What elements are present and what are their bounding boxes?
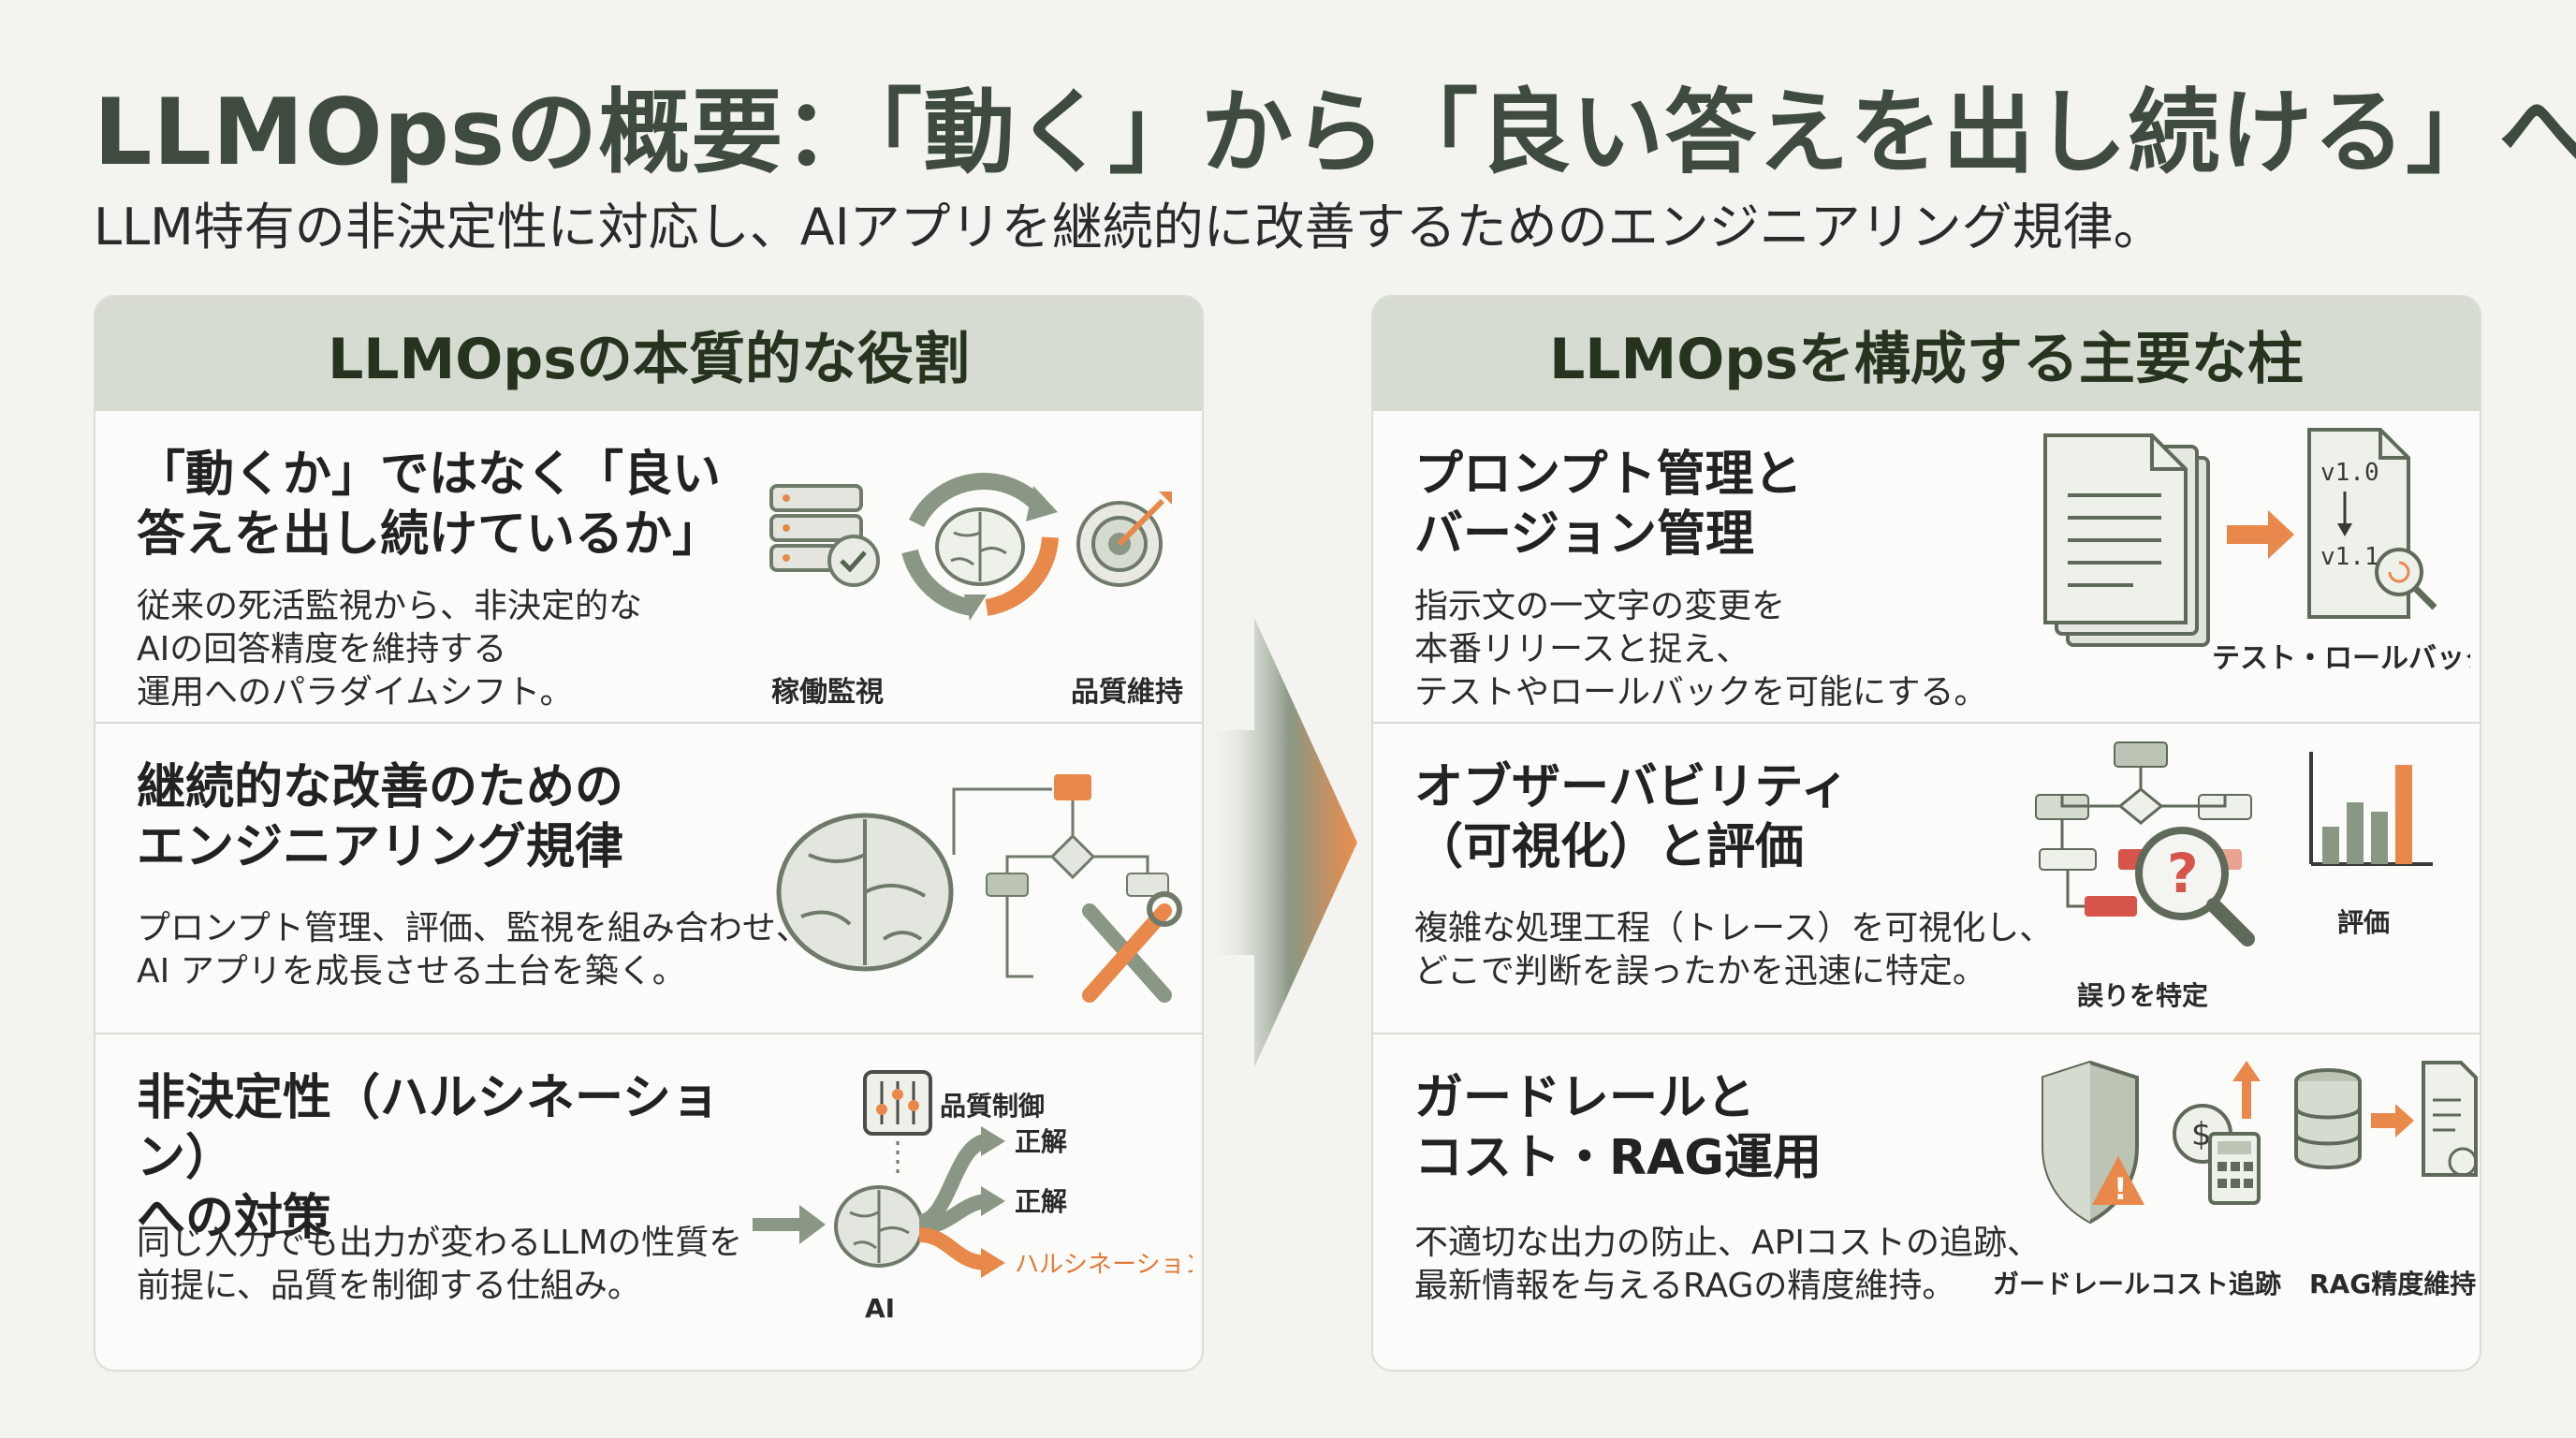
caption-cost-tracking: コスト追跡 xyxy=(2150,1269,2281,1299)
caption-guardrail: ガードレール xyxy=(1993,1269,2150,1299)
row-title: 非決定性（ハルシネーション） への対策 xyxy=(137,1070,720,1246)
left-row-2: 継続的な改善のための エンジニアリング規律 プロンプト管理、評価、監視を組み合わ… xyxy=(95,722,1202,1033)
hallucination-illustration: 品質制御 正解 正解 xyxy=(753,1044,1202,1336)
row-desc: 従来の死活監視から、非決定的な AIの回答精度を維持する 運用へのパラダイムシフ… xyxy=(137,587,643,712)
caption-quality: 品質維持 xyxy=(1071,676,1183,709)
left-row-3: 非決定性（ハルシネーション） への対策 同じ入力でも出力が変わるLLMの性質を … xyxy=(95,1033,1202,1343)
magnifier-question-icon: ? xyxy=(2135,827,2255,946)
svg-text:$: $ xyxy=(2191,1116,2212,1153)
svg-text:?: ? xyxy=(2167,842,2199,905)
documents-icon xyxy=(2043,433,2210,647)
caption-quality-control: 品質制御 xyxy=(940,1091,1045,1122)
page-title: LLMOpsの概要：「動く」から「良い答えを出し続ける」へ xyxy=(94,80,2576,186)
left-panel-header: LLMOpsの本質的な役割 xyxy=(95,297,1202,411)
center-arrow-icon xyxy=(1208,618,1357,1067)
right-row-2: オブザーバビリティ （可視化）と評価 複雑な処理工程（トレース）を可視化し、 ど… xyxy=(1373,722,2480,1033)
bar-chart-icon xyxy=(2309,752,2433,866)
row-desc: 不適切な出力の防止、APIコストの追跡、 最新情報を与えるRAGの精度維持。 xyxy=(1414,1224,2041,1305)
left-panel: LLMOpsの本質的な役割 「動くか」ではなく「良い 答えを出し続けているか」 … xyxy=(94,295,1204,1372)
row-desc: 同じ入力でも出力が変わるLLMの性質を 前提に、品質を制御する仕組み。 xyxy=(137,1224,743,1305)
svg-text:!: ! xyxy=(2114,1171,2128,1207)
shield-warning-icon: ! xyxy=(2042,1060,2144,1225)
caption-identify-error: 誤りを特定 xyxy=(2077,980,2208,1011)
right-panel-header: LLMOpsを構成する主要な柱 xyxy=(1373,297,2480,411)
monitoring-illustration: 稼働監視 品質維持 xyxy=(753,420,1193,712)
flowchart-icon xyxy=(952,774,1169,978)
input-arrow xyxy=(753,1205,826,1244)
arrow-icon xyxy=(2227,510,2294,559)
caption-correct-2: 正解 xyxy=(1015,1186,1067,1217)
caption-evaluation: 評価 xyxy=(2337,907,2390,938)
caption-test-rollback: テスト・ロールバック xyxy=(2212,642,2470,675)
brain-icon xyxy=(834,1185,924,1268)
row-title: ガードレールと コスト・RAG運用 xyxy=(1414,1070,1822,1186)
row-title: 継続的な改善のための エンジニアリング規律 xyxy=(137,759,624,875)
caption-hallucination: ハルシネーション xyxy=(1015,1251,1193,1279)
row-title: オブザーバビリティ （可視化）と評価 xyxy=(1414,759,1850,875)
brain-cycle-icon xyxy=(901,473,1059,621)
tools-icon xyxy=(1082,891,1182,1003)
cost-calculator-icon: $ xyxy=(2173,1061,2261,1205)
caption-uptime: 稼働監視 xyxy=(771,676,884,709)
right-row-1: プロンプト管理と バージョン管理 指示文の一文字の変更を 本番リリースと捉え、 … xyxy=(1373,411,2480,722)
rollback-icon xyxy=(2375,548,2437,610)
row-desc: 指示文の一文字の変更を 本番リリースと捉え、 テストやロールバックを可能にする。 xyxy=(1414,587,1988,712)
row-desc: プロンプト管理、評価、監視を組み合わせ、 AI アプリを成長させる土台を築く。 xyxy=(137,909,810,990)
row-title: 「動くか」ではなく「良い 答えを出し続けているか」 xyxy=(137,447,722,563)
left-row-1: 「動くか」ではなく「良い 答えを出し続けているか」 従来の死活監視から、非決定的… xyxy=(95,411,1202,722)
row-desc: 複雑な処理工程（トレース）を可視化し、 どこで判断を誤ったかを迅速に特定。 xyxy=(1414,909,2054,990)
caption-correct-1: 正解 xyxy=(1015,1126,1067,1157)
sliders-icon xyxy=(863,1070,932,1136)
server-check-icon xyxy=(769,484,880,587)
trace-flowchart-icon xyxy=(2035,741,2252,917)
target-icon xyxy=(1076,492,1172,587)
right-row-3: ガードレールと コスト・RAG運用 不適切な出力の防止、APIコストの追跡、 最… xyxy=(1373,1033,2480,1343)
right-panel: LLMOpsを構成する主要な柱 プロンプト管理と バージョン管理 指示文の一文字… xyxy=(1371,295,2481,1372)
caption-ai: AI xyxy=(865,1293,895,1324)
guardrail-illustration: ! $ xyxy=(1993,1044,2480,1336)
version-new: v1.1 xyxy=(2320,543,2379,571)
branch-arrows-icon xyxy=(917,1126,1005,1278)
prompt-version-illustration: v1.0 v1.1 テスト・ロールバック xyxy=(2030,420,2480,712)
observability-illustration: ? 誤りを特定 評価 xyxy=(2030,733,2470,1025)
version-old: v1.0 xyxy=(2320,459,2379,487)
brain-icon xyxy=(776,813,954,972)
database-sync-icon xyxy=(2294,1061,2478,1177)
caption-rag-accuracy: RAG精度維持 xyxy=(2309,1269,2476,1299)
page-subtitle: LLM特有の非決定性に対応し、AIアプリを継続的に改善するためのエンジニアリング… xyxy=(94,198,2164,257)
row-title: プロンプト管理と バージョン管理 xyxy=(1414,447,1803,563)
engineering-illustration xyxy=(753,733,1193,1025)
